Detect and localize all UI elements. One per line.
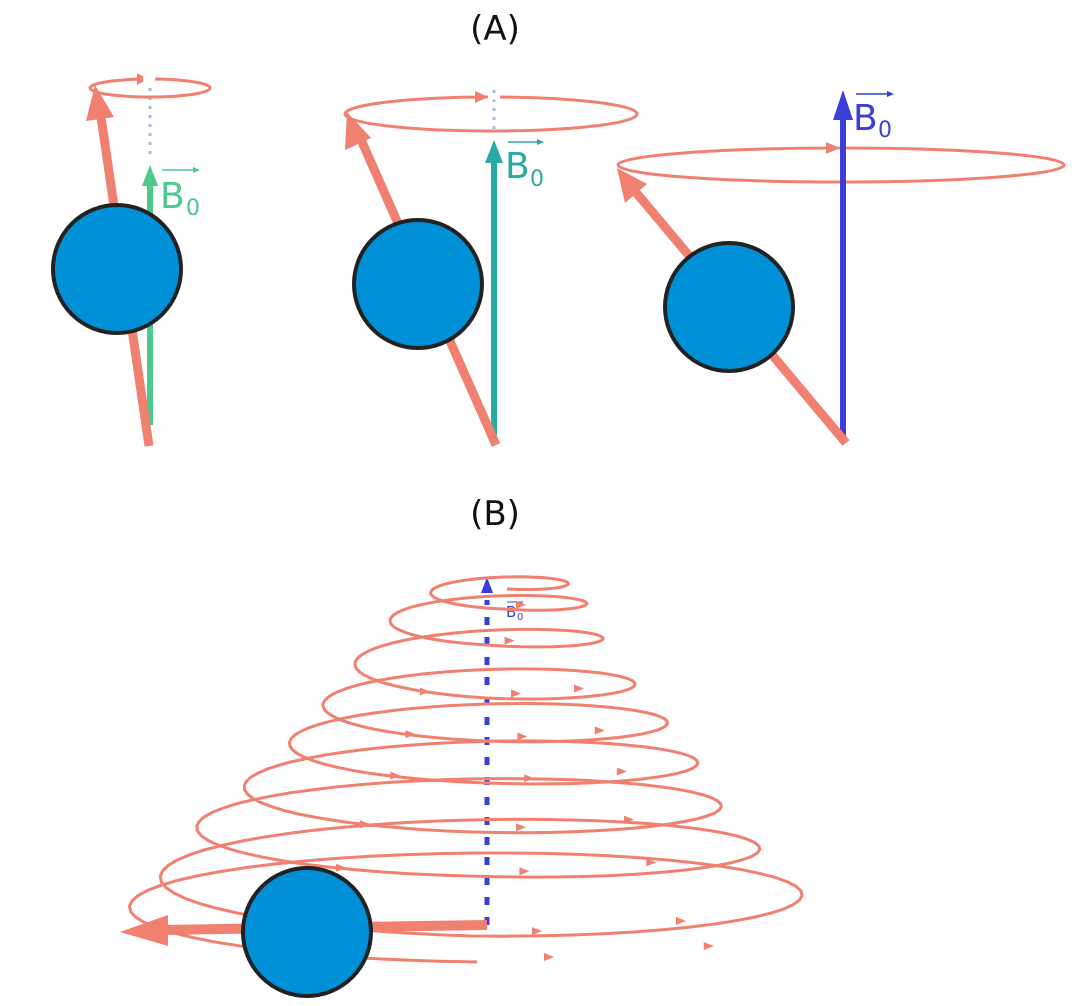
nucleus-sphere (51, 203, 183, 335)
direction-arrowhead (516, 600, 526, 609)
field-label-medium: B 0 (505, 139, 544, 192)
direction-arrowhead (524, 774, 535, 783)
direction-arrowhead (574, 684, 584, 693)
spin-diagram-medium-field: B 0 (343, 90, 639, 447)
panel-a-label: (A) (470, 9, 520, 49)
nucleus-sphere (663, 241, 795, 373)
direction-arrowhead (504, 636, 515, 645)
nucleus-sphere (352, 218, 484, 350)
direction-arrowhead (532, 927, 542, 936)
field-arrow-head (481, 577, 493, 593)
direction-arrowhead (544, 952, 554, 961)
direction-arrowhead (517, 732, 528, 741)
svg-text:0: 0 (186, 196, 200, 221)
direction-arrowhead (516, 823, 526, 832)
field-arrow-medium (485, 140, 503, 436)
spin-diagram-large-field: B 0 (616, 90, 1066, 446)
nucleus-sphere (241, 866, 373, 998)
spiral-precession-diagram: B 0 (120, 575, 804, 998)
direction-arrowhead (646, 858, 657, 867)
direction-arrowhead (511, 689, 521, 698)
svg-text:0: 0 (878, 118, 892, 143)
field-label-large: B 0 (853, 91, 894, 143)
direction-arrowhead (594, 726, 605, 735)
svg-text:B: B (160, 176, 185, 217)
direction-arrowhead (360, 820, 370, 829)
direction-arrowhead (405, 730, 416, 739)
field-label-b: B 0 (506, 601, 523, 623)
field-label-small: B 0 (160, 167, 200, 221)
direction-arrowhead (336, 863, 347, 872)
direction-arrowhead (519, 867, 530, 876)
direction-arrowhead (703, 941, 714, 950)
svg-text:0: 0 (530, 167, 544, 192)
spin-diagram-small-field: B 0 (51, 73, 212, 447)
svg-text:B: B (853, 98, 878, 139)
precession-orbit-medium (343, 91, 639, 133)
svg-text:B: B (506, 603, 516, 621)
spiral-path (127, 575, 804, 964)
direction-arrowhead (616, 767, 627, 776)
direction-arrowhead (420, 687, 430, 696)
direction-arrowhead (676, 916, 686, 925)
spiral-trajectory (127, 575, 804, 964)
panel-b-label: (B) (470, 494, 520, 534)
precession-orbit-small (88, 73, 212, 99)
direction-arrowhead (624, 815, 634, 824)
field-arrow-large (833, 90, 853, 438)
direction-arrowhead (390, 771, 401, 780)
svg-text:0: 0 (517, 612, 523, 623)
svg-text:B: B (505, 146, 530, 187)
